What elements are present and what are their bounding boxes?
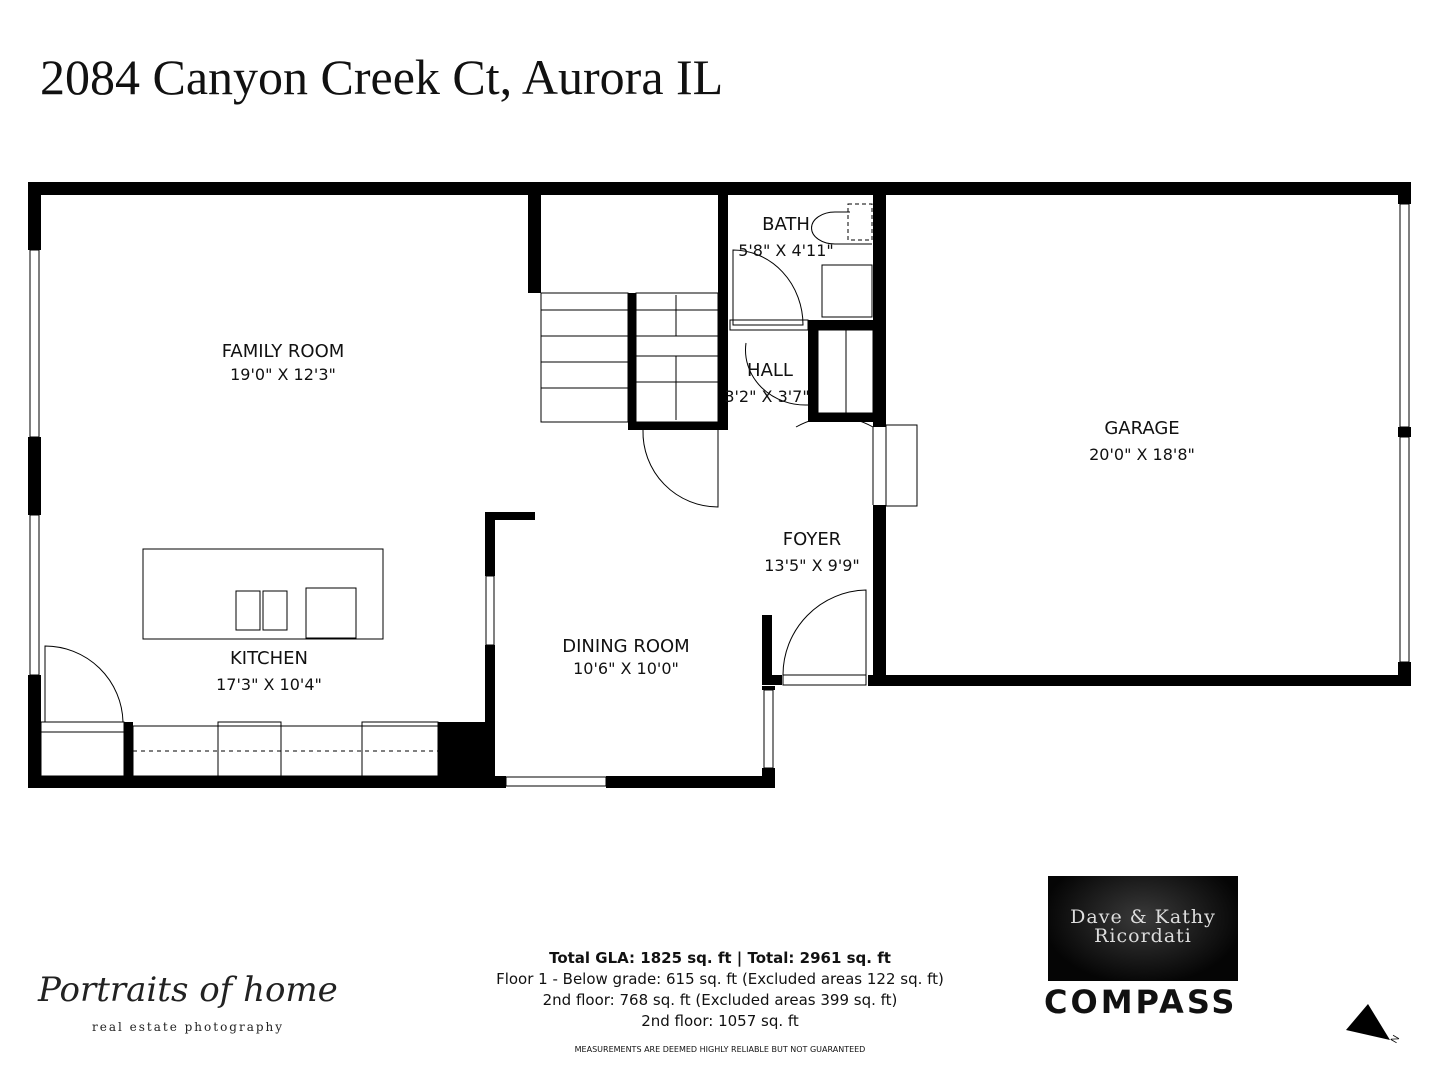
hall-label: HALL <box>747 360 793 381</box>
brokerage-logo: COMPASS <box>1044 983 1238 1021</box>
floor2b-area: 2nd floor: 1057 sq. ft <box>641 1012 799 1030</box>
disclaimer: MEASUREMENTS ARE DEEMED HIGHLY RELIABLE … <box>574 1045 866 1054</box>
family-room-dimensions: 19'0" X 12'3" <box>230 365 336 384</box>
bath-dimensions: 5'8" X 4'11" <box>738 241 834 260</box>
hall-dimensions: 3'2" X 3'7" <box>724 387 809 406</box>
photographer-logo: Portraits of home <box>38 970 338 1010</box>
photographer-tagline: real estate photography <box>92 1020 285 1034</box>
family-room-label: FAMILY ROOM <box>222 341 345 362</box>
page-title: 2084 Canyon Creek Ct, Aurora IL <box>40 49 724 105</box>
fixtures <box>40 203 918 777</box>
kitchen-label: KITCHEN <box>230 648 308 669</box>
dining-room-dimensions: 10'6" X 10'0" <box>573 659 679 678</box>
walls <box>28 182 1411 788</box>
foyer-dimensions: 13'5" X 9'9" <box>764 556 860 575</box>
garage-dimensions: 20'0" X 18'8" <box>1089 445 1195 464</box>
bath-label: BATH <box>762 214 810 235</box>
area-summary: Total GLA: 1825 sq. ft | Total: 2961 sq.… <box>420 948 1020 1032</box>
foyer-label: FOYER <box>783 529 841 550</box>
dining-room-label: DINING ROOM <box>562 636 689 657</box>
kitchen-dimensions: 17'3" X 10'4" <box>216 675 322 694</box>
north-arrow-icon <box>1346 1004 1390 1040</box>
floor1-area: Floor 1 - Below grade: 615 sq. ft (Exclu… <box>496 970 944 988</box>
floor2-area: 2nd floor: 768 sq. ft (Excluded areas 39… <box>542 991 898 1009</box>
total-area: Total GLA: 1825 sq. ft | Total: 2961 sq.… <box>549 949 891 967</box>
garage-label: GARAGE <box>1104 418 1179 439</box>
windows <box>29 203 1410 787</box>
agent-logo: Dave & Kathy Ricordati <box>1048 876 1238 981</box>
